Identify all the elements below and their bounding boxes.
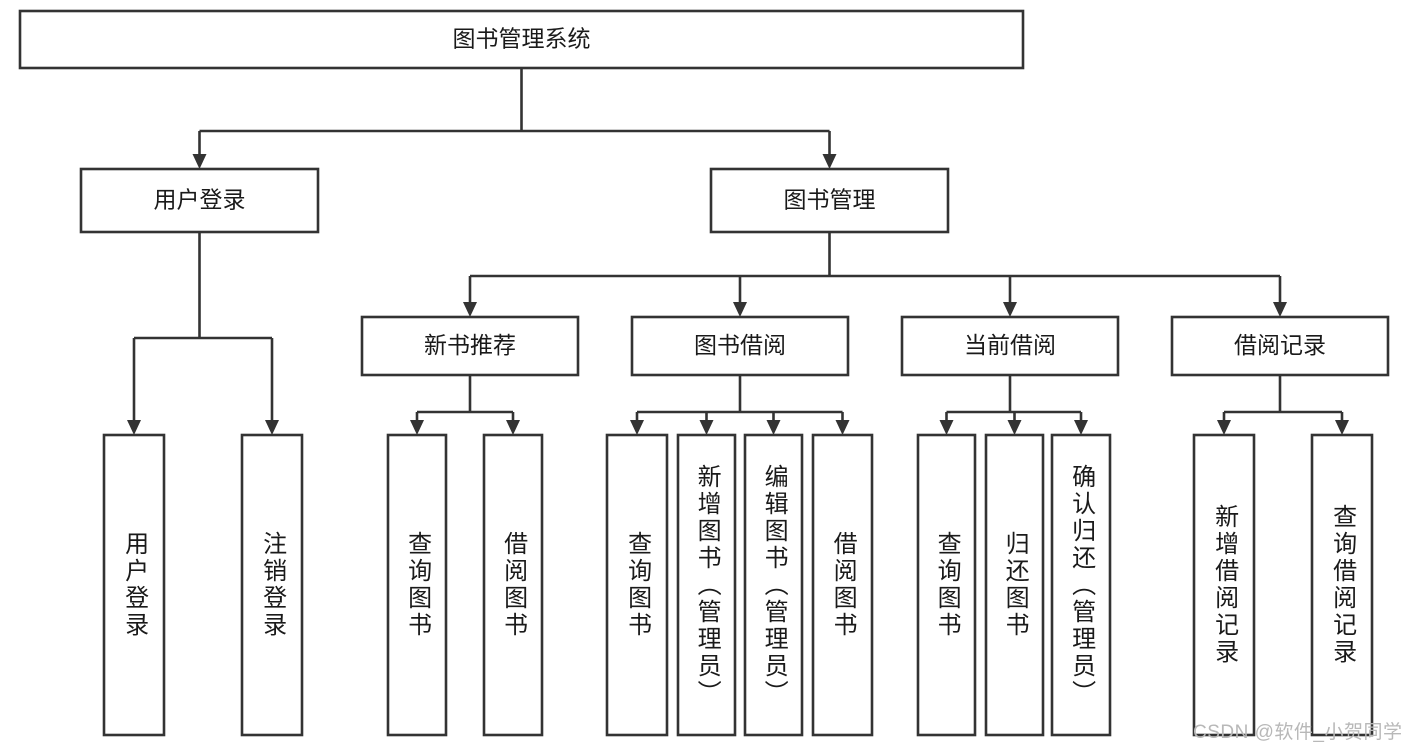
arrow-head-icon [766,420,781,435]
node-box-borrow-record[interactable] [1170,315,1390,377]
node-label-borrow-record: 借阅记录 [1234,332,1326,358]
node-box-leaf-borrow-book-bb[interactable] [811,433,874,737]
arrow-head-icon [1273,302,1287,317]
node-box-leaf-query-book-cb[interactable] [916,433,977,737]
node-box-layer [18,9,1390,737]
node-box-leaf-logout[interactable] [240,433,304,737]
node-box-leaf-edit-book[interactable] [743,433,804,737]
arrow-head-icon [822,154,837,169]
arrow-head-icon [1003,302,1017,317]
node-box-leaf-user-login[interactable] [102,433,166,737]
node-box-leaf-query-record[interactable] [1310,433,1374,737]
arrow-head-icon [733,302,747,317]
arrow-head-icon [127,420,141,435]
node-box-leaf-query-book-rec[interactable] [386,433,448,737]
arrow-head-icon [699,420,714,435]
arrow-head-icon [463,302,477,317]
arrow-head-icon [192,154,207,169]
arrow-head-icon [939,420,954,435]
node-label-book-manage: 图书管理 [784,187,876,213]
arrow-head-icon [1074,420,1088,435]
node-box-leaf-add-book[interactable] [676,433,737,737]
node-box-book-manage[interactable] [709,167,950,234]
arrow-head-icon [410,420,424,435]
node-label-current-borrow: 当前借阅 [964,332,1056,358]
node-box-current-borrow[interactable] [900,315,1120,377]
arrow-head-icon [265,420,279,435]
node-label-user-login: 用户登录 [154,187,246,213]
node-box-book-borrow[interactable] [630,315,850,377]
arrow-head-icon [1007,420,1022,435]
node-box-new-book-rec[interactable] [360,315,580,377]
connector-layer [127,68,1349,435]
node-box-leaf-query-book-bb[interactable] [605,433,669,737]
arrow-head-icon [1335,420,1349,435]
node-label-new-book-rec: 新书推荐 [424,332,516,358]
node-box-leaf-confirm-return[interactable] [1050,433,1112,737]
arrow-head-icon [1217,420,1231,435]
arrow-head-icon [835,420,850,435]
node-label-book-borrow: 图书借阅 [694,332,786,358]
node-box-leaf-return-book[interactable] [984,433,1045,737]
node-label-root: 图书管理系统 [453,26,591,52]
watermark-credit: CSDN @软件_小贺同学 [1193,722,1403,743]
node-box-leaf-add-record[interactable] [1192,433,1256,737]
node-box-user-login[interactable] [79,167,320,234]
arrow-head-icon [506,420,520,435]
node-box-leaf-borrow-book-rec[interactable] [482,433,544,737]
arrow-head-icon [630,420,644,435]
node-box-root[interactable] [18,9,1025,70]
